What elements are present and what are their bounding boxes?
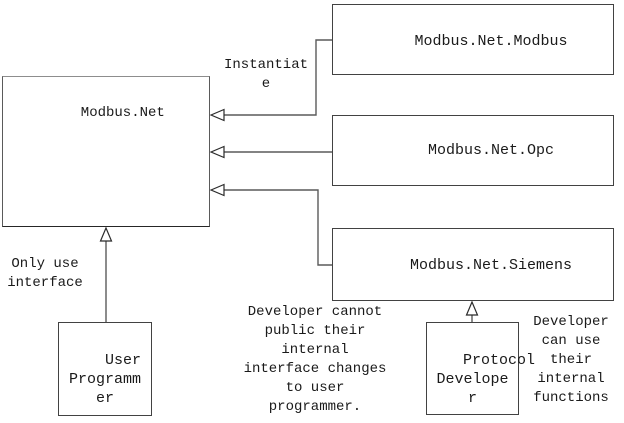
open-arrowhead-user-programmer-icon <box>99 226 113 242</box>
modbus-net-box: Modbus.Net <box>2 76 210 227</box>
modbus-net-opc-label: Modbus.Net.Opc <box>427 142 555 159</box>
open-arrowhead-modbus-icon <box>209 108 225 122</box>
modbus-net-siemens-box: Modbus.Net.Siemens <box>332 228 614 301</box>
modbus-net-modbus-box: Modbus.Net.Modbus <box>332 4 614 75</box>
modbus-net-label: Modbus.Net <box>80 105 165 121</box>
open-arrowhead-protocol-developer-icon <box>465 300 479 316</box>
connector-siemens-line <box>224 189 332 266</box>
protocol-developer-label: Protocol Develope r <box>436 352 536 407</box>
connector-modbus-line <box>224 39 332 116</box>
only-use-interface-annotation: Only use interface <box>7 256 83 291</box>
open-arrowhead-opc-icon <box>209 145 225 159</box>
user-programmer-box: User Programm er <box>58 322 152 416</box>
modbus-net-opc-box: Modbus.Net.Opc <box>332 115 614 186</box>
user-programmer-label: User Programm er <box>68 352 142 407</box>
modbus-net-siemens-label: Modbus.Net.Siemens <box>409 257 573 274</box>
protocol-developer-box: Protocol Develope r <box>426 322 535 415</box>
open-arrowhead-siemens-icon <box>209 183 225 197</box>
developer-can-annotation: Developer can use their internal functio… <box>533 314 609 406</box>
instantiate-annotation: Instantiat e <box>223 57 308 92</box>
modbus-net-modbus-label: Modbus.Net.Modbus <box>414 33 568 50</box>
developer-cannot-annotation: Developer cannot public their internal i… <box>243 304 387 415</box>
